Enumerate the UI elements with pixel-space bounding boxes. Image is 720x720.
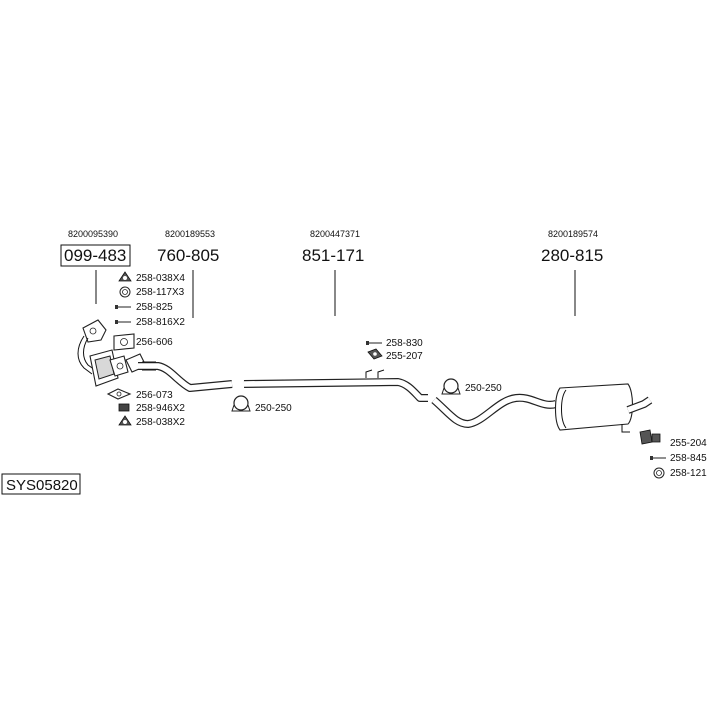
oem-number-catalytic: 8200095390 xyxy=(68,229,118,239)
accessory-label: 258-038X4 xyxy=(136,273,185,284)
rear-silencer-part[interactable] xyxy=(431,383,653,433)
accessory-label: 258-946X2 xyxy=(136,403,185,414)
accessory-label: 256-073 xyxy=(136,390,173,401)
accessory-label: 250-250 xyxy=(255,403,292,414)
accessory-label: 255-207 xyxy=(386,351,423,362)
accessory-label: 256-606 xyxy=(136,337,173,348)
bolt-icon[interactable] xyxy=(650,456,666,460)
accessory-label: 258-038X2 xyxy=(136,417,185,428)
accessory-label: 250-250 xyxy=(465,383,502,394)
accessory-label: 258-845 xyxy=(670,453,707,464)
rubber-hanger-icon[interactable] xyxy=(367,348,383,360)
catalytic-converter-part[interactable] xyxy=(77,319,129,387)
rubber-mount-icon[interactable] xyxy=(118,415,132,426)
pipe-clamp-icon[interactable] xyxy=(441,378,461,395)
bolt-icon[interactable] xyxy=(115,320,131,324)
rubber-hanger-icon[interactable] xyxy=(639,429,661,445)
highlight-box-catalytic xyxy=(60,244,131,267)
system-code-label: SYS05820 xyxy=(6,477,78,494)
oem-number-center-pipe: 8200447371 xyxy=(310,229,360,239)
part-number-center-pipe[interactable]: 851-171 xyxy=(302,246,364,265)
accessory-label: 258-825 xyxy=(136,302,173,313)
pipe-clamp-icon[interactable] xyxy=(231,395,251,412)
rubber-mount-icon[interactable] xyxy=(118,271,132,282)
oem-number-rear-silencer: 8200189574 xyxy=(548,229,598,239)
bolt-icon[interactable] xyxy=(366,341,382,345)
accessory-label: 258-816X2 xyxy=(136,317,185,328)
flange-gasket-icon[interactable] xyxy=(113,333,135,351)
part-number-catalytic[interactable]: 099-483 xyxy=(64,246,126,265)
part-number-front-pipe[interactable]: 760-805 xyxy=(157,246,219,265)
accessory-label: 258-121 xyxy=(670,468,707,479)
accessory-label: 255-204 xyxy=(670,438,707,449)
flange-gasket-icon[interactable] xyxy=(106,388,132,400)
center-pipe-part[interactable] xyxy=(243,369,428,402)
system-code-box xyxy=(1,473,81,495)
gasket-ring-icon[interactable] xyxy=(653,467,665,479)
gasket-ring-icon[interactable] xyxy=(119,286,131,298)
front-pipe-part[interactable] xyxy=(125,353,233,392)
accessory-label: 258-117X3 xyxy=(136,287,185,298)
bolt-icon[interactable] xyxy=(115,305,131,309)
oem-number-front-pipe: 8200189553 xyxy=(165,229,215,239)
part-number-rear-silencer[interactable]: 280-815 xyxy=(541,246,603,265)
accessory-label: 258-830 xyxy=(386,338,423,349)
nut-icon[interactable] xyxy=(118,403,130,412)
